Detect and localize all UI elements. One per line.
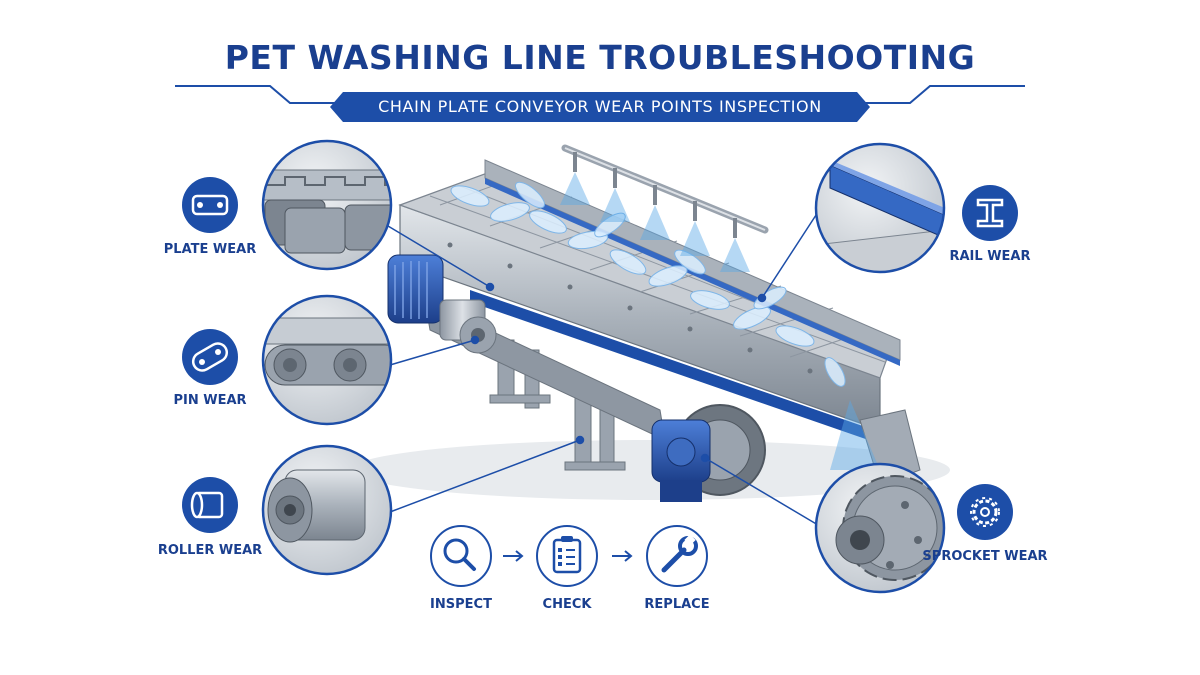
arrow-right-icon — [612, 550, 633, 562]
step-replace-label: REPLACE — [644, 597, 710, 612]
plate-wear-label: PLATE WEAR — [163, 242, 257, 257]
sprocket-drive-end — [651, 404, 921, 502]
callout-lines — [387, 211, 819, 526]
arrow-right-icon — [503, 550, 524, 562]
drive-motor — [387, 254, 497, 354]
pin-wear-detail — [261, 294, 393, 426]
i-beam-rail-icon — [962, 185, 1018, 241]
magnifier-icon — [430, 525, 492, 587]
spray-manifold — [560, 144, 880, 470]
rail-wear-label: RAIL WEAR — [949, 249, 1031, 264]
roller-wear-label: ROLLER WEAR — [157, 543, 263, 558]
conveyor-blue-strip — [470, 290, 880, 444]
conveyor-illustration — [350, 144, 950, 502]
gear-icon — [957, 484, 1013, 540]
step-check-label: CHECK — [542, 597, 592, 612]
step-inspect-label: INSPECT — [430, 597, 492, 612]
sprocket-wear-detail — [814, 462, 946, 594]
pin-link-icon — [182, 329, 238, 385]
subtitle-ribbon — [330, 92, 870, 122]
page-title: PET WASHING LINE TROUBLESHOOTING — [224, 38, 976, 77]
sprocket-wear-label: SPROCKET WEAR — [922, 549, 1048, 564]
wrench-icon — [646, 525, 708, 587]
page-subtitle: CHAIN PLATE CONVEYOR WEAR POINTS INSPECT… — [378, 97, 822, 116]
pin-wear-label: PIN WEAR — [173, 393, 247, 408]
water-spray — [560, 172, 880, 470]
checklist-clipboard-icon — [536, 525, 598, 587]
rail-wear-detail — [814, 142, 946, 274]
pet-bottles — [450, 181, 846, 387]
header-decoration — [175, 85, 1025, 122]
roller-wear-detail — [261, 444, 393, 576]
plate-link-icon — [182, 177, 238, 233]
roller-icon — [182, 477, 238, 533]
plate-wear-detail — [261, 139, 393, 271]
